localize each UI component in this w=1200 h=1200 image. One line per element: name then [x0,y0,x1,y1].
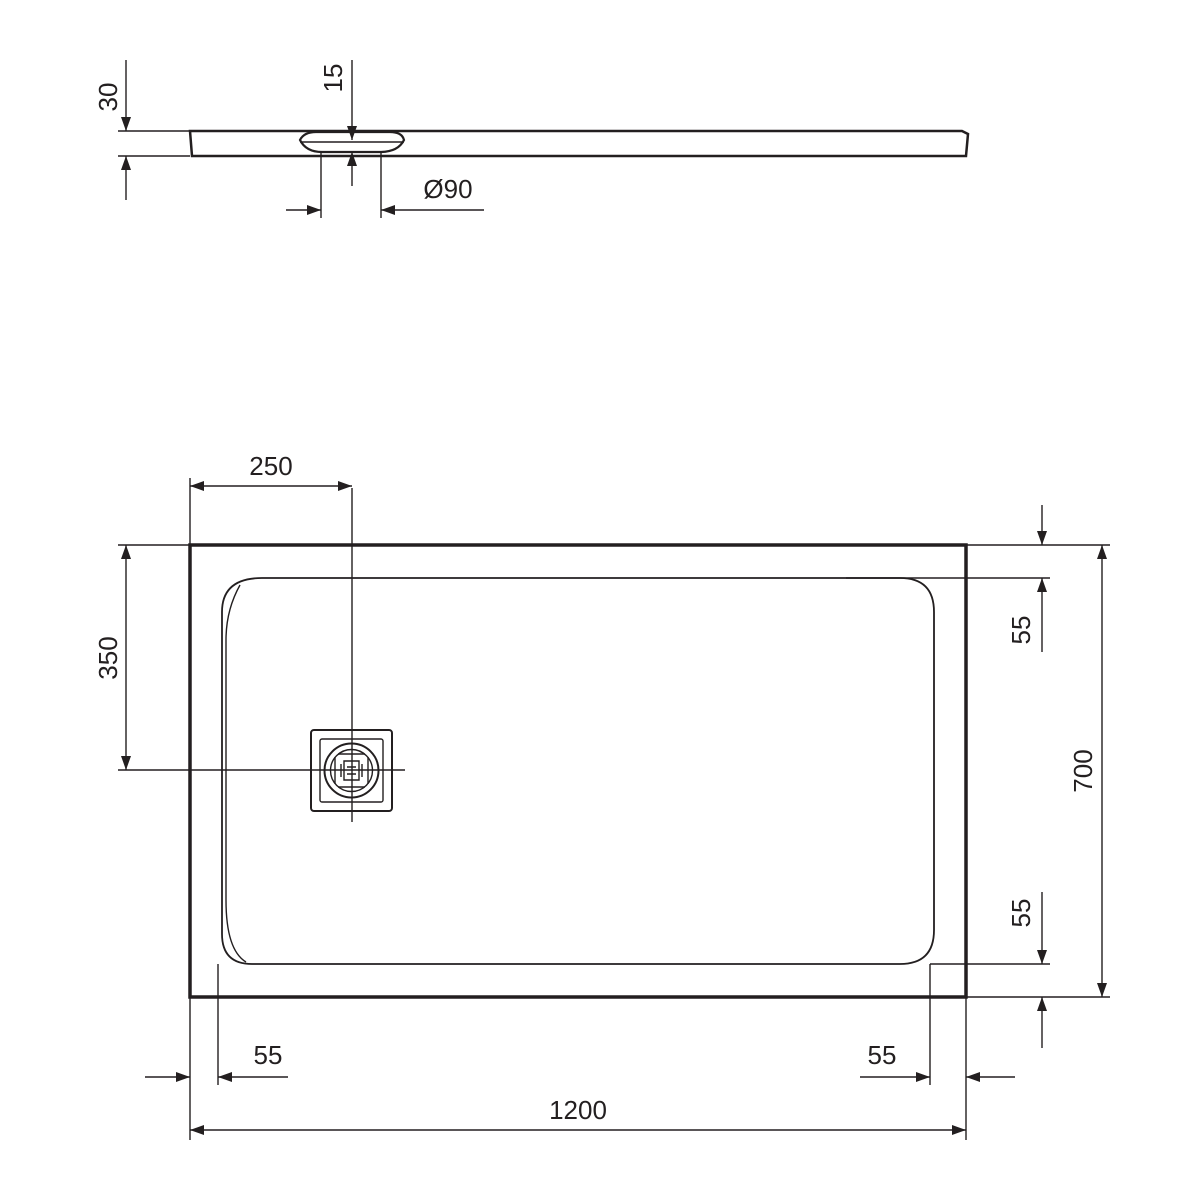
tray-basin [221,577,935,965]
dim-drain-offset-y: 350 [93,636,123,679]
dim-rim-bottom: 55 [1006,899,1036,928]
dim-overall-length: 1200 [549,1095,607,1125]
dim-rim-left: 55 [254,1040,283,1070]
dim-drain-offset-x: 250 [249,451,292,481]
side-view: 30 15 Ø90 [93,60,970,218]
drain-recess [298,130,406,154]
dim-rim-right: 55 [868,1040,897,1070]
top-view: 250 350 55 55 700 [93,451,1110,1140]
dim-tray-height: 30 [93,83,123,112]
tray-profile [188,129,970,158]
tray-outline [188,543,968,999]
dim-drain-depth: 15 [318,64,348,93]
dim-drain-diameter: Ø90 [423,174,472,204]
dim-rim-top: 55 [1006,616,1036,645]
dim-overall-width: 700 [1068,749,1098,792]
